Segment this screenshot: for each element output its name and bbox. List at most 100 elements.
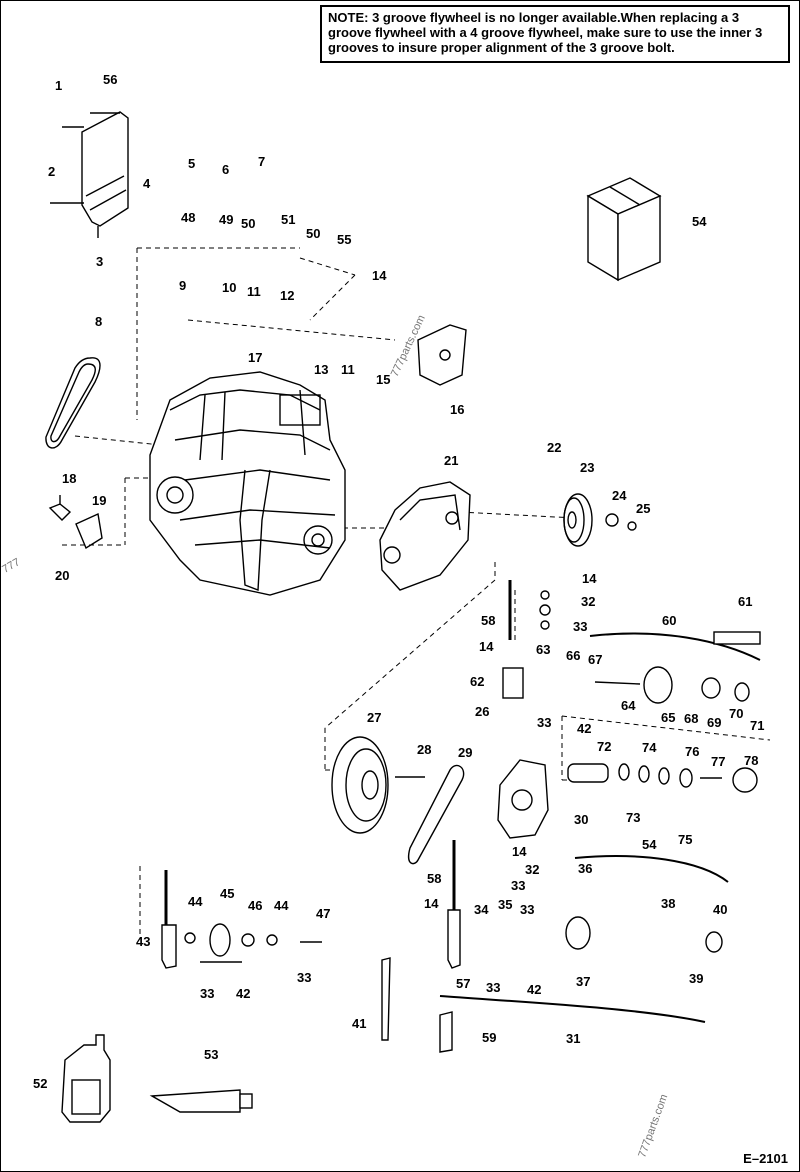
part-callout: 28 [417,742,431,757]
part-callout: 25 [636,501,650,516]
part-callout: 17 [248,350,262,365]
part-callout: 14 [424,896,439,911]
assembly-54 [447,840,729,969]
part-callout: 11 [247,284,261,299]
part-callout: 24 [612,488,627,503]
tube-53 [149,1089,253,1113]
part-callout: 72 [597,739,611,754]
service-kit-box [586,177,662,282]
part-callout: 29 [458,745,472,760]
part-callout: 26 [475,704,489,719]
part-callout: 34 [474,902,489,917]
part-callout: 55 [337,232,351,247]
part-callout: 58 [481,613,495,628]
part-callout: 50 [306,226,320,241]
part-callout: 33 [200,986,214,1001]
part-callout: 65 [661,710,675,725]
part-callout: 40 [713,902,727,917]
part-callout: 27 [367,710,381,725]
bracket-3 [50,111,129,238]
part-callout: 69 [707,715,721,730]
part-callout: 43 [136,934,150,949]
part-callout: 32 [581,594,595,609]
part-callout: 48 [181,210,195,225]
part-callout: 44 [188,894,203,909]
part-callout: 14 [512,844,527,859]
part-callout: 42 [236,986,250,1001]
housing-30 [497,759,549,839]
parts-41-59 [381,957,453,1053]
part-callout: 19 [92,493,106,508]
part-callout: 31 [566,1031,580,1046]
part-callout: 57 [456,976,470,991]
part-callout: 20 [55,568,69,583]
part-callout: 45 [220,886,234,901]
part-callout: 15 [376,372,390,387]
part-callout: 76 [685,744,699,759]
part-callout: 61 [738,594,752,609]
part-callout: 73 [626,810,640,825]
part-callout: 54 [642,837,657,852]
part-callout: 30 [574,812,588,827]
part-callout: 35 [498,897,512,912]
part-callout: 75 [678,832,692,847]
part-callout: 63 [536,642,550,657]
pulley-23 [563,493,637,547]
part-callout: 22 [547,440,561,455]
belt-8 [45,357,101,449]
part-callout: 9 [179,278,186,293]
part-callout: 42 [577,721,591,736]
timing-cover-21 [379,481,471,591]
part-callout: 68 [684,711,698,726]
part-callout: 50 [241,216,255,231]
part-callout: 64 [621,698,636,713]
note-label: NOTE: [328,10,369,25]
part-callout: 77 [711,754,725,769]
belt-29 [408,764,465,865]
part-callout: 4 [143,176,151,191]
part-callout: 1 [55,78,62,93]
part-callout: 51 [281,212,295,227]
part-callout: 36 [578,861,592,876]
part-callout: 11 [341,362,355,377]
part-callout: 14 [479,639,494,654]
part-callout: 5 [188,156,195,171]
part-callout: 60 [662,613,676,628]
part-callout: 46 [248,898,262,913]
part-callout: 14 [582,571,597,586]
part-callout: 71 [750,718,764,733]
part-callout: 44 [274,898,289,913]
part-callout: 12 [280,288,294,303]
part-callout: 53 [204,1047,218,1062]
parts-18-19 [48,495,103,550]
part-callout: 74 [642,740,657,755]
part-callout: 33 [537,715,551,730]
part-callout: 8 [95,314,102,329]
part-callout: 54 [692,214,707,229]
oil-bottle-52 [61,1034,111,1123]
part-callout: 33 [520,902,534,917]
part-callout: 41 [352,1016,366,1031]
part-callout: 6 [222,162,229,177]
note-box: NOTE: 3 groove flywheel is no longer ava… [320,5,790,63]
part-callout: 62 [470,674,484,689]
part-callout: 33 [486,980,500,995]
document-code: E–2101 [743,1151,788,1166]
flywheel-27 [331,736,425,834]
part-callout: 23 [580,460,594,475]
part-callout: 32 [525,862,539,877]
part-callout: 47 [316,906,330,921]
part-callout: 39 [689,971,703,986]
part-callout: 49 [219,212,233,227]
assembly-60 [502,580,761,704]
part-callout: 2 [48,164,55,179]
part-callout: 10 [222,280,236,295]
part-callout: 21 [444,453,458,468]
part-callout: 78 [744,753,758,768]
engine-17 [149,371,346,596]
part-callout: 13 [314,362,328,377]
assembly-72-78 [567,763,758,793]
part-callout: 38 [661,896,675,911]
bracket-16 [417,324,467,386]
part-callout: 59 [482,1030,496,1045]
